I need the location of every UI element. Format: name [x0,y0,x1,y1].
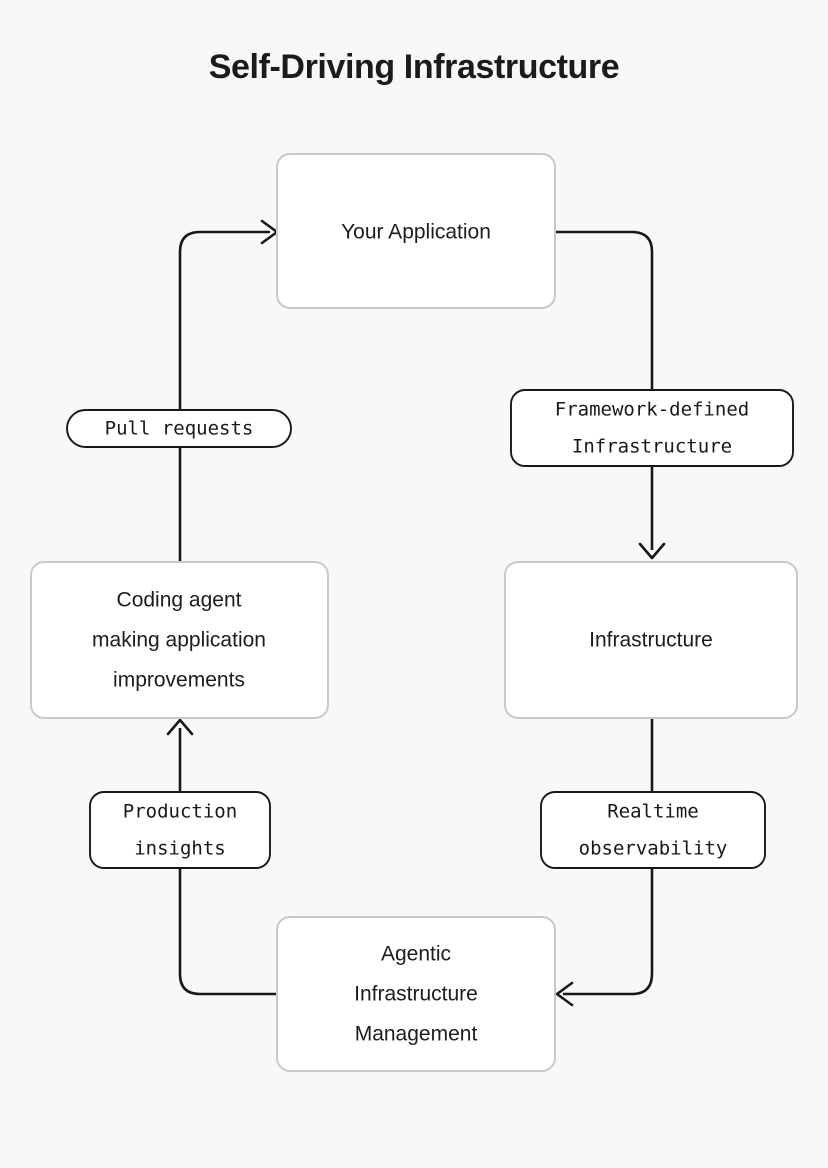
node-coding-agent-line-1: Coding agent [117,589,242,612]
edge-path-agentic-to-insights-label [178,868,277,996]
edge-label-insights-line-2: insights [134,838,226,860]
node-agentic-infrastructure-management[interactable]: Agentic Infrastructure Management [276,916,556,1072]
node-agentic-infrastructure-management-box[interactable] [276,916,556,1072]
node-coding-agent-line-2: making application [92,629,266,652]
edge-label-framework-pill [510,389,794,467]
arrowhead-down-into-infrastructure [638,542,666,560]
page-title: Self-Driving Infrastructure [208,48,620,86]
edge-coding-agent-to-application [178,219,279,562]
edge-label-realtime-observability: Realtime observability [540,791,766,869]
edge-infrastructure-to-agentic [555,718,654,1007]
node-your-application-box[interactable] [276,153,556,309]
node-infrastructure[interactable]: Infrastructure [504,561,798,719]
node-coding-agent[interactable]: Coding agent making application improvem… [30,561,329,719]
edge-agentic-to-coding-agent [166,718,277,996]
edge-path-observability-label-to-agentic [563,868,654,996]
edge-path-pr-label-to-application [178,230,270,410]
node-your-application-label: Your Application [341,221,491,244]
node-infrastructure-box[interactable] [504,561,798,719]
edge-label-pull-requests-text: Pull requests [105,418,254,440]
arrowhead-left-into-agentic [555,981,574,1007]
edge-path-app-to-framework-label [555,230,654,390]
edge-application-to-infrastructure [555,230,666,560]
edge-label-observability-line-1: Realtime [607,801,699,823]
arrowhead-up-into-coding-agent [166,718,194,736]
edge-label-framework-line-2: Infrastructure [572,436,732,458]
node-agentic-line-1: Agentic [381,943,451,966]
edge-label-framework-defined-infrastructure: Framework-defined Infrastructure [510,389,794,467]
edge-label-production-insights: Production insights [89,791,271,869]
node-your-application[interactable]: Your Application [276,153,556,309]
edge-label-pull-requests-pill [66,409,292,448]
node-agentic-line-3: Management [355,1023,478,1046]
edge-label-insights-line-1: Production [123,801,237,823]
edge-label-observability-pill [540,791,766,869]
node-coding-agent-line-3: improvements [113,669,245,692]
edge-label-insights-pill [89,791,271,869]
edge-label-observability-line-2: observability [579,838,728,860]
node-coding-agent-box[interactable] [30,561,329,719]
node-agentic-line-2: Infrastructure [354,983,478,1006]
edge-label-framework-line-1: Framework-defined [555,399,749,421]
node-infrastructure-label: Infrastructure [589,629,713,652]
edge-label-pull-requests: Pull requests [66,409,292,448]
